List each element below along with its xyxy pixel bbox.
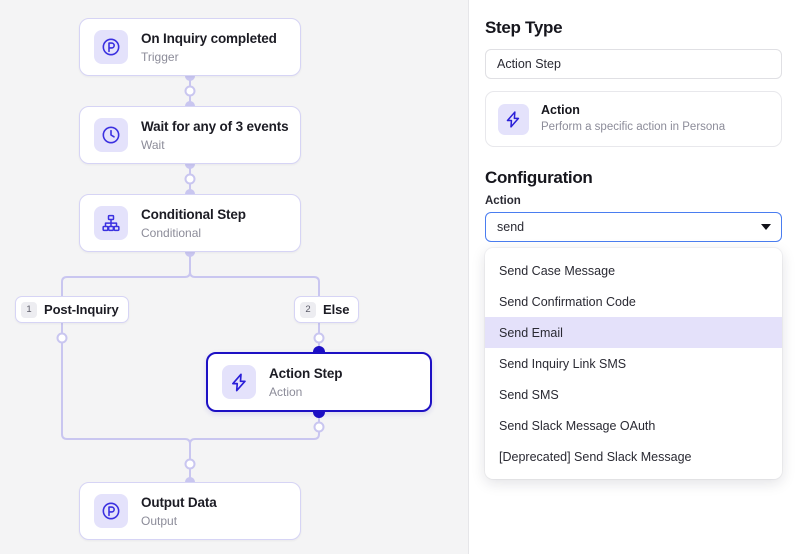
action-field-label: Action bbox=[485, 195, 521, 207]
branch-chip-post-inquiry[interactable]: 1 Post-Inquiry bbox=[15, 296, 129, 323]
branch-label: Else bbox=[323, 302, 350, 317]
persona-logo-icon bbox=[94, 30, 128, 64]
node-title: Conditional Step bbox=[141, 206, 246, 222]
branch-number: 2 bbox=[300, 301, 316, 318]
step-type-card-description: Perform a specific action in Persona bbox=[541, 121, 726, 133]
step-type-card-text: Action Perform a specific action in Pers… bbox=[541, 103, 725, 135]
node-title: On Inquiry completed bbox=[141, 30, 277, 46]
step-type-heading: Step Type bbox=[485, 18, 563, 37]
workflow-node-conditional[interactable]: Conditional Step Conditional bbox=[79, 194, 301, 252]
node-text: Action Step Action bbox=[269, 365, 343, 400]
node-subtitle: Trigger bbox=[141, 49, 179, 64]
node-title: Output Data bbox=[141, 494, 217, 510]
node-text: Wait for any of 3 events Wait bbox=[141, 118, 289, 153]
workflow-node-wait[interactable]: Wait for any of 3 events Wait bbox=[79, 106, 301, 164]
branch-label: Post-Inquiry bbox=[44, 302, 119, 317]
workflow-canvas[interactable]: On Inquiry completed Trigger Wait for an… bbox=[0, 0, 469, 554]
persona-logo-icon bbox=[94, 494, 128, 528]
workflow-node-output[interactable]: Output Data Output bbox=[79, 482, 301, 540]
dropdown-option[interactable]: Send Inquiry Link SMS bbox=[499, 356, 627, 371]
dropdown-option[interactable]: Send Case Message bbox=[499, 263, 616, 278]
step-type-card[interactable]: Action Perform a specific action in Pers… bbox=[485, 91, 782, 147]
node-text: Conditional Step Conditional bbox=[141, 206, 246, 241]
configuration-heading: Configuration bbox=[485, 168, 593, 187]
node-subtitle: Wait bbox=[141, 137, 165, 152]
branch-chip-else[interactable]: 2 Else bbox=[294, 296, 360, 323]
clock-icon bbox=[94, 118, 128, 152]
workflow-node-trigger[interactable]: On Inquiry completed Trigger bbox=[79, 18, 301, 76]
branch-number: 1 bbox=[21, 301, 37, 318]
lightning-bolt-icon bbox=[498, 103, 529, 135]
step-type-card-title: Action bbox=[541, 103, 580, 117]
node-text: On Inquiry completed Trigger bbox=[141, 30, 277, 65]
node-text: Output Data Output bbox=[141, 494, 217, 529]
connector-edges bbox=[56, 71, 325, 487]
node-title: Wait for any of 3 events bbox=[141, 118, 289, 134]
panel-divider bbox=[468, 0, 469, 554]
dropdown-option[interactable]: Send Slack Message OAuth bbox=[499, 418, 656, 433]
step-name-input[interactable]: Action Step bbox=[485, 49, 782, 79]
action-select-dropdown[interactable]: Send Case Message Send Confirmation Code… bbox=[485, 248, 782, 479]
node-title: Action Step bbox=[269, 365, 343, 381]
hierarchy-icon bbox=[94, 206, 128, 240]
dropdown-option[interactable]: Send Confirmation Code bbox=[499, 294, 636, 309]
chevron-down-icon bbox=[761, 224, 771, 230]
lightning-bolt-icon bbox=[222, 365, 256, 399]
node-subtitle: Conditional bbox=[141, 225, 202, 240]
dropdown-option-selected[interactable]: Send Email bbox=[485, 317, 782, 348]
action-select-value: send bbox=[497, 220, 525, 234]
node-subtitle: Action bbox=[269, 384, 303, 399]
dropdown-option[interactable]: [Deprecated] Send Slack Message bbox=[499, 449, 692, 464]
step-config-panel: Step Type Action Step Action Perform a s… bbox=[469, 0, 800, 554]
workflow-node-action-step[interactable]: Action Step Action bbox=[206, 352, 432, 412]
action-select[interactable]: send bbox=[485, 212, 782, 242]
dropdown-option[interactable]: Send SMS bbox=[499, 387, 559, 402]
node-subtitle: Output bbox=[141, 513, 178, 528]
